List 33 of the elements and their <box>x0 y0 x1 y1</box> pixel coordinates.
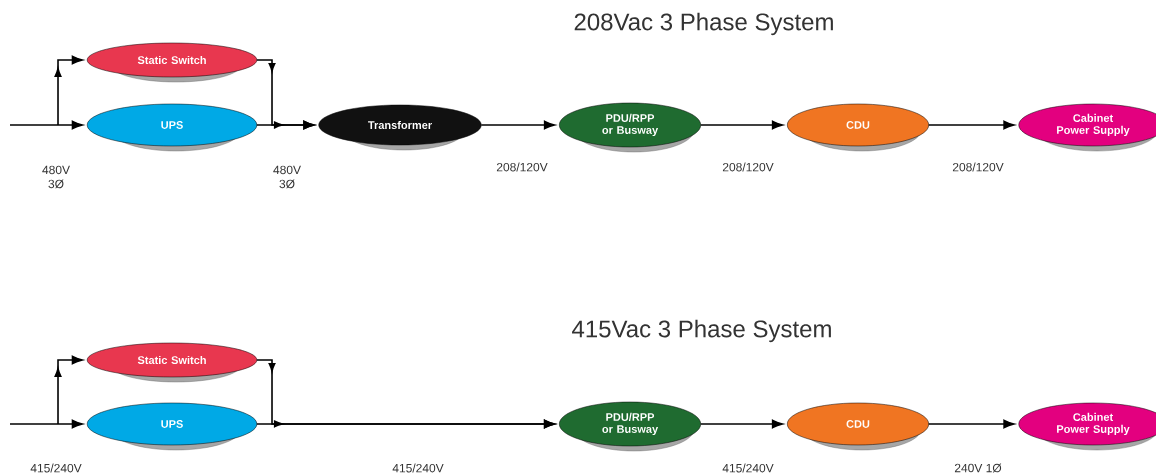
voltage-label: 480V 3Ø <box>273 165 301 189</box>
system-heading: 415Vac 3 Phase System <box>572 319 831 343</box>
voltage-label: 208/120V <box>722 162 774 172</box>
ellipse-node: UPS <box>86 402 258 451</box>
ellipse-node: CDU <box>787 402 929 451</box>
ellipse-node: PDU/RPP or Busway <box>559 102 701 153</box>
arrow <box>480 120 556 130</box>
ellipse-node: Static Switch <box>86 42 258 83</box>
voltage-label: 480V 3Ø <box>42 165 70 189</box>
ellipse-node: PDU/RPP or Busway <box>559 401 701 452</box>
ellipse-node: Static Switch <box>86 342 258 383</box>
arrow <box>256 419 556 429</box>
voltage-label: 415/240V <box>392 463 444 473</box>
arrow <box>54 55 83 126</box>
arrow <box>256 120 315 130</box>
system-heading: 208Vac 3 Phase System <box>574 12 833 36</box>
arrow <box>9 120 83 130</box>
ellipse-node: Transformer <box>318 104 482 151</box>
ellipse-node: CDU <box>787 103 929 152</box>
ellipse-node: Cabinet Power Supply <box>1018 103 1156 152</box>
arrow <box>699 120 784 130</box>
ellipse-node: UPS <box>86 103 258 152</box>
arrow <box>54 355 83 425</box>
arrow <box>699 419 784 429</box>
voltage-label: 415/240V <box>722 463 774 473</box>
voltage-label: 208/120V <box>496 162 548 172</box>
voltage-label: 240V 1Ø <box>954 463 1002 473</box>
voltage-label: 208/120V <box>952 162 1004 172</box>
arrow <box>927 419 1015 429</box>
voltage-label: 415/240V <box>30 463 82 473</box>
arrow <box>927 120 1015 130</box>
arrow <box>9 419 83 429</box>
ellipse-node: Cabinet Power Supply <box>1018 402 1156 451</box>
